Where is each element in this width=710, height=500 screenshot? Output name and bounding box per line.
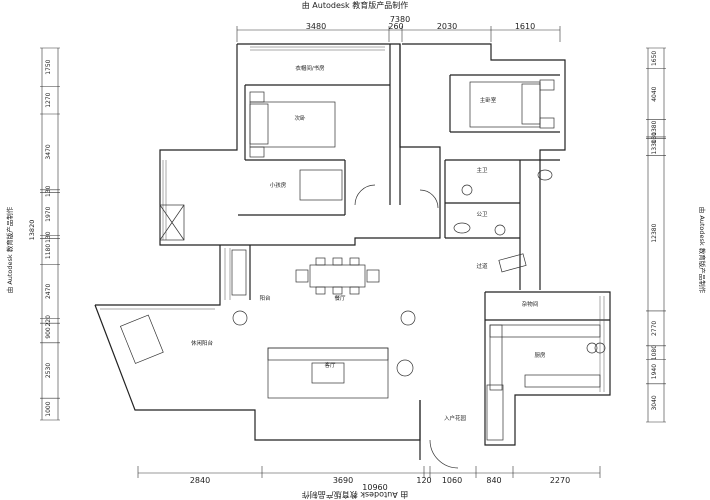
room-entry: 入户花园	[444, 414, 467, 422]
room-study: 衣帽间/书房	[295, 64, 325, 72]
dim-label: 1750	[45, 59, 52, 74]
top-dimension	[236, 26, 561, 42]
left-total: 13820	[28, 220, 36, 241]
top-seg-2: 260	[388, 22, 403, 31]
banner-top: 由 Autodesk 教育版产品制作	[302, 0, 408, 10]
bottom-seg-1: 2840	[190, 476, 210, 485]
dim-label: 1940	[651, 364, 658, 379]
dim-label: 1270	[45, 92, 52, 107]
room-living: 客厅	[324, 361, 336, 369]
banner-right: 由 Autodesk 教育版产品制作	[698, 207, 707, 294]
room-master: 主卧室	[480, 96, 497, 104]
dim-label: 130	[45, 231, 52, 243]
banner-bottom: 由 Autodesk 教育版产品制作	[302, 490, 408, 500]
room-hall: 过道	[476, 262, 488, 270]
room-balcony: 阳台	[259, 294, 271, 302]
bottom-total: 10960	[362, 483, 387, 492]
dim-label: 1380	[651, 120, 658, 135]
top-seg-1: 3480	[306, 22, 326, 31]
room-kitchen: 厨房	[534, 351, 546, 359]
bottom-seg-3: 120	[416, 476, 431, 485]
dim-label: 12380	[651, 223, 658, 242]
top-total: 7380	[390, 15, 410, 24]
bottom-seg-4: 1060	[442, 476, 462, 485]
top-seg-4: 1610	[515, 22, 535, 31]
dim-label: 2530	[45, 363, 52, 378]
windows	[100, 46, 605, 392]
room-storage: 杂物间	[522, 300, 539, 308]
bottom-seg-2: 3690	[333, 476, 353, 485]
room-terrace: 休闲阳台	[191, 339, 214, 347]
dim-label: 900	[45, 327, 52, 339]
dim-label: 1180	[45, 244, 52, 259]
dim-label: 220	[45, 315, 52, 327]
dim-label: 2770	[651, 321, 658, 336]
room-bath2: 公卫	[476, 211, 488, 218]
dim-label: 130	[45, 185, 52, 197]
bottom-seg-6: 2270	[550, 476, 570, 485]
furniture	[119, 79, 606, 469]
dim-label: 1970	[45, 206, 52, 221]
room-bath1: 主卫	[476, 166, 488, 174]
dim-label: 1330	[651, 139, 658, 154]
dim-label: 1080	[651, 345, 658, 360]
top-seg-3: 2030	[437, 22, 457, 31]
room-kids: 小孩房	[270, 181, 287, 189]
bottom-dimension	[137, 466, 601, 478]
dim-label: 3040	[651, 395, 658, 410]
dim-label: 1000	[45, 401, 52, 416]
left-ticks: 1750127034701301970130118024702209002530…	[28, 47, 60, 421]
room-bedroom2: 次卧	[294, 114, 306, 122]
dim-label: 4040	[651, 86, 658, 101]
walls	[94, 43, 611, 460]
bottom-seg-5: 840	[486, 476, 501, 485]
dim-label: 2470	[45, 284, 52, 299]
dim-label: 130	[651, 132, 658, 144]
left-dimension	[41, 48, 59, 420]
room-dining: 餐厅	[334, 294, 346, 302]
dim-label: 1650	[651, 51, 658, 66]
dim-label: 3470	[45, 144, 52, 159]
banner-left: 由 Autodesk 教育版产品制作	[5, 206, 14, 293]
